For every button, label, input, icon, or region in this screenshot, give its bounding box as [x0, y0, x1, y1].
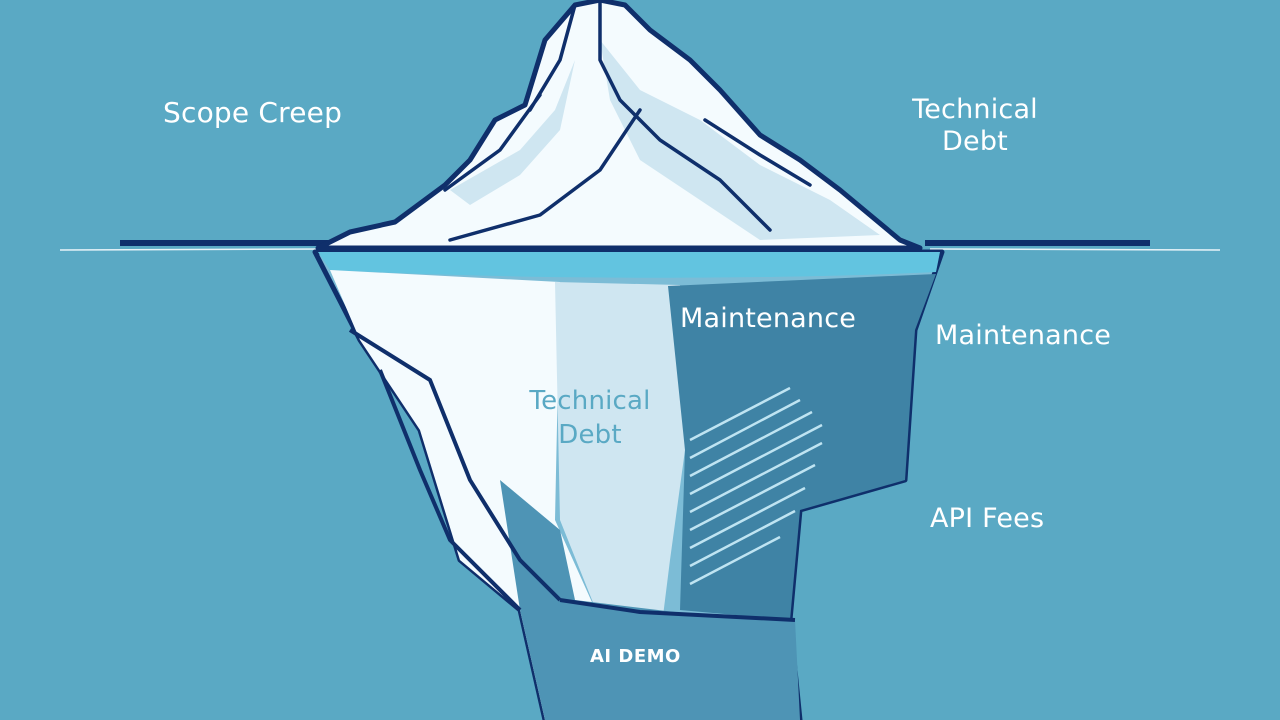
peak-detail-lines [443, 0, 812, 242]
label-api-fees: API Fees [930, 503, 1045, 534]
hatch-lines [689, 386, 823, 586]
water-surface-line-right [929, 248, 1221, 251]
ice-inner-outline [348, 328, 796, 622]
peak-shadow-left [450, 60, 575, 205]
label-scope-creep: Scope Creep [163, 96, 343, 129]
ice-lower-panel [500, 480, 800, 720]
water-surface-bar-left [120, 240, 335, 246]
water-surface-line [59, 248, 331, 251]
label-technical-debt-right: Technical Debt [912, 94, 1038, 157]
label-technical-debt-inner: Technical Debt [529, 386, 651, 450]
waterline-band [318, 252, 940, 278]
label-maintenance-outer: Maintenance [935, 320, 1112, 351]
peak-shadow-right [600, 40, 880, 240]
water-surface-bar-right [925, 240, 1150, 246]
label-bottom-text: AI DEMO [590, 646, 681, 667]
ice-right-panel [668, 274, 936, 620]
label-maintenance-inner: Maintenance [680, 303, 857, 334]
